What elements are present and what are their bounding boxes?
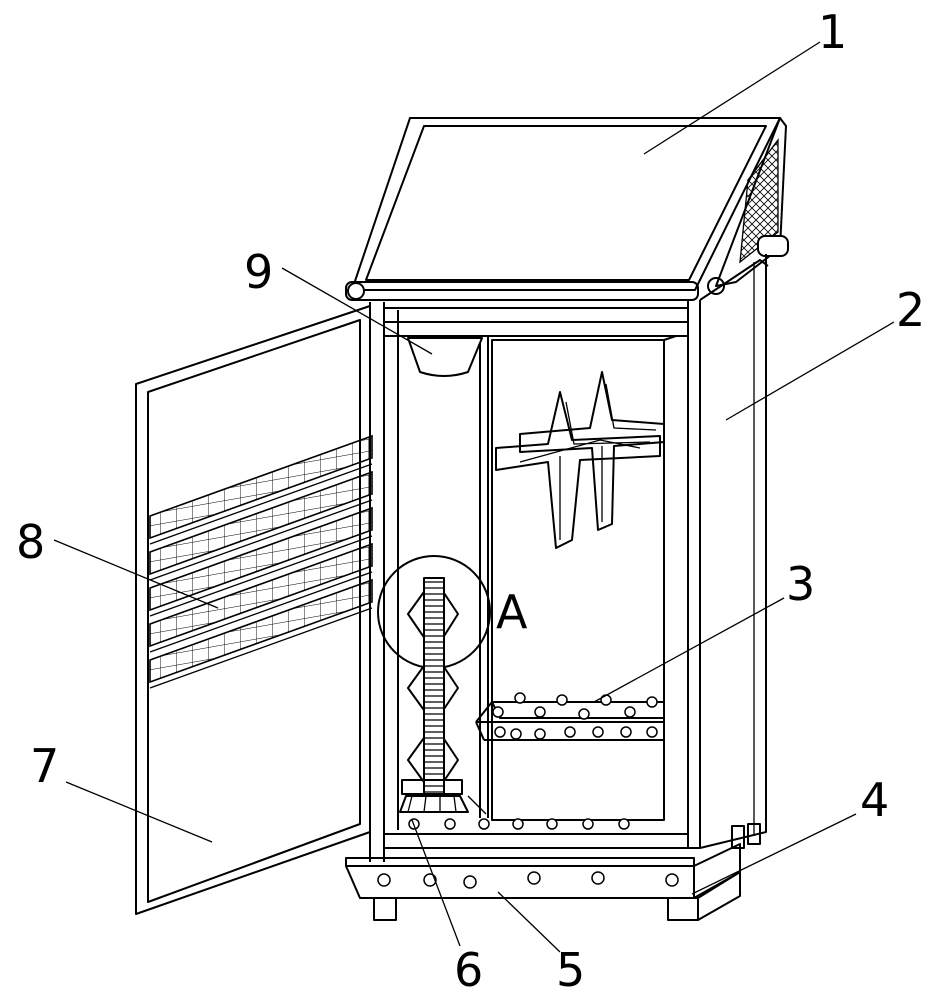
label-A: A bbox=[496, 585, 528, 639]
label-9: 9 bbox=[244, 245, 273, 299]
top-nozzle bbox=[407, 337, 483, 377]
label-1: 1 bbox=[818, 5, 847, 59]
roof bbox=[345, 117, 789, 301]
label-8: 8 bbox=[16, 515, 45, 569]
brush-base bbox=[399, 779, 487, 815]
hangers bbox=[495, 371, 665, 549]
label-3: 3 bbox=[786, 557, 815, 611]
leader-lines bbox=[53, 41, 895, 953]
label-6: 6 bbox=[454, 943, 483, 997]
label-5: 5 bbox=[556, 943, 585, 997]
base bbox=[345, 823, 761, 921]
label-4: 4 bbox=[860, 773, 889, 827]
gear-rack bbox=[377, 555, 491, 797]
label-7: 7 bbox=[30, 739, 59, 793]
label-2: 2 bbox=[896, 283, 925, 337]
perforated-shelf bbox=[475, 692, 665, 741]
bottom-hole-row bbox=[408, 818, 630, 830]
door bbox=[135, 305, 373, 915]
cabinet-body bbox=[369, 254, 769, 862]
